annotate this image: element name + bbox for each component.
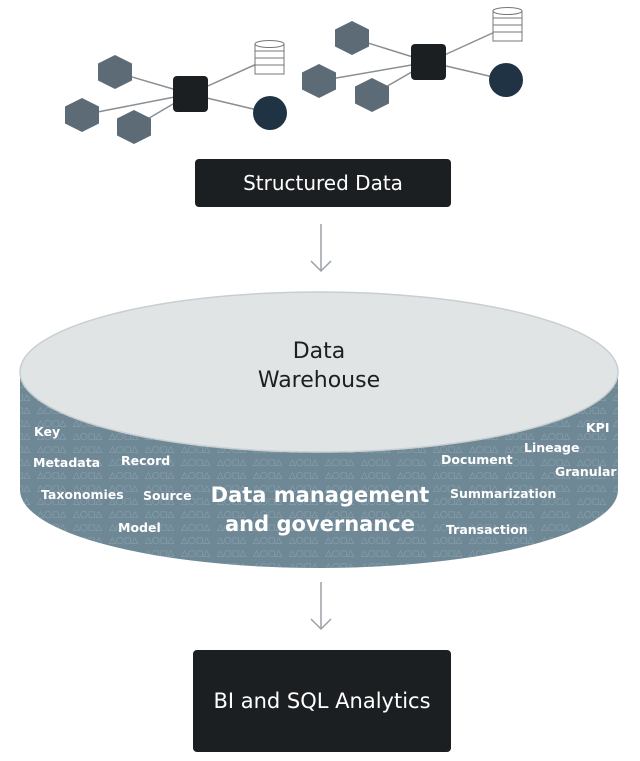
warehouse-title-line2: Warehouse — [257, 368, 381, 393]
structured-data-label: Structured Data — [243, 171, 403, 195]
keyword-taxonomies: Taxonomies — [41, 487, 124, 502]
circle-node-icon — [253, 96, 287, 130]
keyword-model: Model — [118, 520, 161, 535]
warehouse-cylinder — [19, 291, 619, 568]
hexagon-node-icon — [98, 55, 132, 89]
hexagon-node-icon — [355, 78, 389, 112]
keyword-record: Record — [121, 453, 171, 468]
bi-sql-analytics-box: BI and SQL Analytics — [193, 650, 451, 752]
keyword-document: Document — [441, 452, 513, 467]
keyword-source: Source — [143, 488, 192, 503]
network-cluster-right — [302, 7, 523, 112]
governance-line1: Data management — [210, 483, 430, 507]
warehouse-title-line1: Data — [292, 339, 346, 364]
database-icon — [492, 7, 523, 42]
bi-sql-analytics-label: BI and SQL Analytics — [213, 689, 431, 713]
hub-square-icon — [173, 76, 208, 112]
governance-line2: and governance — [225, 512, 415, 536]
arrow-down-icon — [310, 582, 332, 631]
network-cluster-left — [65, 40, 287, 144]
keyword-key: Key — [34, 424, 61, 439]
hexagon-node-icon — [65, 98, 99, 132]
keyword-granular: Granular — [555, 464, 617, 479]
database-icon — [254, 40, 285, 75]
structured-data-box: Structured Data — [195, 159, 451, 207]
circle-node-icon — [489, 63, 523, 97]
hub-square-icon — [411, 44, 446, 80]
keyword-summarization: Summarization — [450, 486, 557, 501]
hexagon-node-icon — [335, 21, 369, 55]
keyword-kpi: KPI — [586, 420, 610, 435]
hexagon-node-icon — [302, 64, 336, 98]
keyword-lineage: Lineage — [524, 440, 580, 455]
hexagon-node-icon — [117, 110, 151, 144]
keyword-transaction: Transaction — [446, 522, 528, 537]
arrow-down-icon — [310, 224, 332, 273]
keyword-metadata: Metadata — [33, 455, 101, 470]
